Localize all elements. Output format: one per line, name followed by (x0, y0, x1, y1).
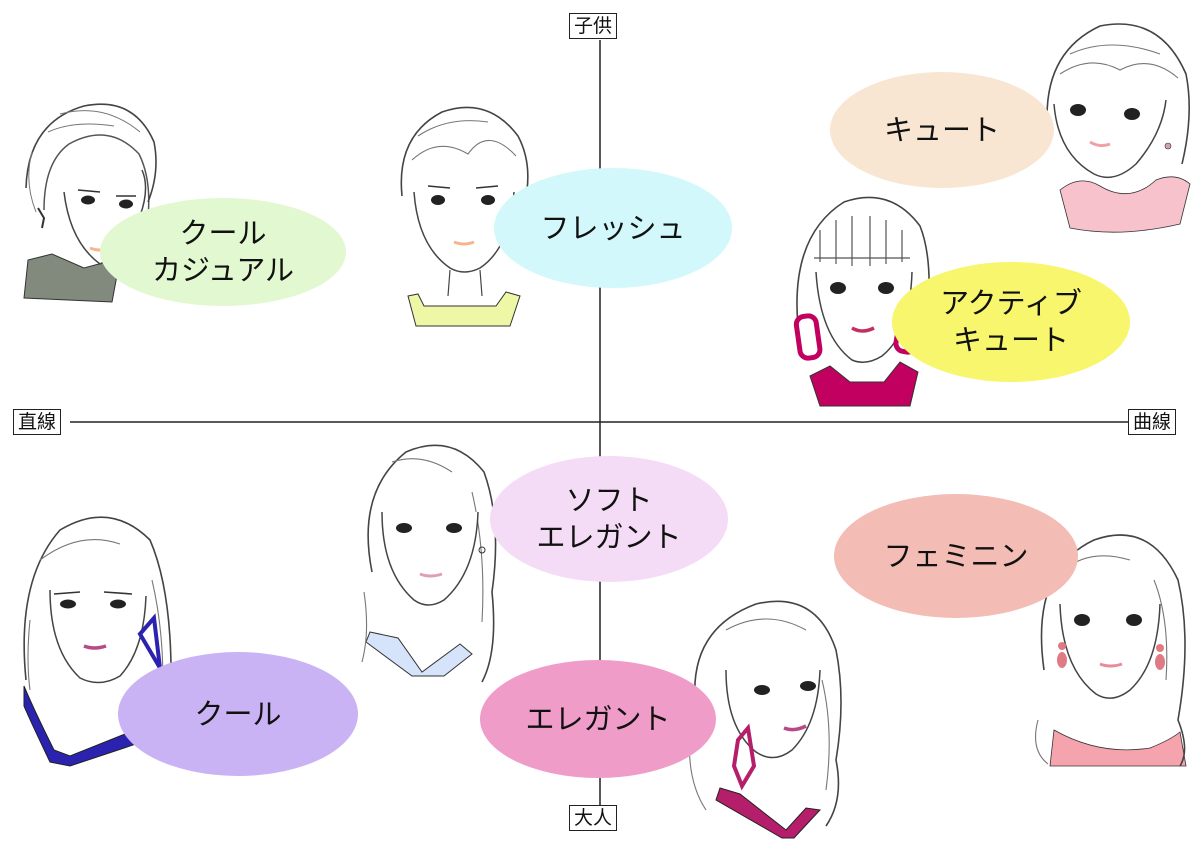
elegant-face-illustration (688, 600, 842, 839)
active-cute-face-illustration (793, 196, 930, 407)
axis-label-right: 曲線 (1128, 409, 1177, 435)
type-bubble-elegant: エレガント (480, 660, 716, 778)
soft-elegant-face-illustration (361, 444, 497, 683)
feminine-face-illustration (1035, 534, 1187, 767)
type-bubble-feminine: フェミニン (834, 494, 1078, 618)
type-bubble-cool: クール (118, 652, 358, 776)
fresh-face-illustration (400, 106, 529, 327)
axis-label-left: 直線 (13, 409, 62, 435)
type-bubble-active-cute: アクティブ キュート (892, 262, 1130, 382)
cute-face-illustration (1046, 23, 1191, 233)
axis-label-top: 子供 (569, 13, 618, 39)
axis-label-bottom: 大人 (569, 805, 618, 831)
type-bubble-fresh: フレッシュ (494, 168, 732, 288)
type-bubble-soft-elegant: ソフト エレガント (490, 456, 728, 582)
type-bubble-cute: キュート (830, 72, 1054, 188)
type-bubble-cool-casual: クール カジュアル (100, 198, 346, 306)
